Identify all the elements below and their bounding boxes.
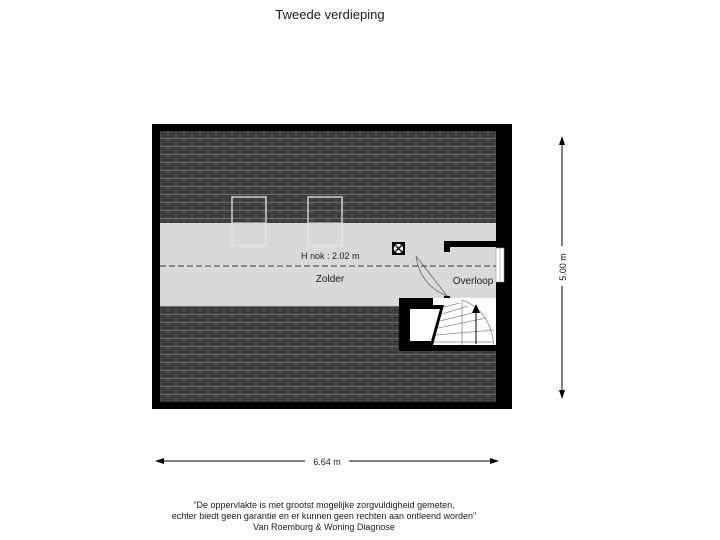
disclaimer-line-3: Van Roemburg & Woning Diagnose bbox=[253, 522, 395, 532]
attic-floor bbox=[160, 223, 444, 306]
landing-floor bbox=[450, 247, 496, 298]
width-dimension: 6.64 m bbox=[155, 454, 499, 468]
depth-label: 5.00 m bbox=[558, 253, 568, 281]
room-label-landing: Overloop bbox=[453, 276, 494, 287]
ridge-height-label: H nok : 2.02 m bbox=[301, 251, 360, 261]
roof-upper bbox=[160, 131, 496, 223]
stair-steps bbox=[434, 299, 495, 346]
door-swing bbox=[415, 255, 448, 297]
skylight-left bbox=[231, 196, 267, 247]
ventilation-icon bbox=[392, 242, 405, 255]
floor-title: Tweede verdieping bbox=[275, 7, 385, 22]
stair-arrow-icon bbox=[472, 304, 480, 344]
disclaimer: "De oppervlakte is met grootst mogelijke… bbox=[0, 500, 648, 533]
disclaimer-line-1: "De oppervlakte is met grootst mogelijke… bbox=[193, 500, 455, 510]
room-label-attic: Zolder bbox=[316, 274, 345, 285]
skylight-right bbox=[307, 196, 343, 247]
disclaimer-line-2: echter biedt geen garantie en er kunnen … bbox=[171, 511, 477, 521]
depth-dimension: 5.00 m bbox=[555, 136, 569, 399]
width-label: 6.64 m bbox=[313, 457, 341, 467]
